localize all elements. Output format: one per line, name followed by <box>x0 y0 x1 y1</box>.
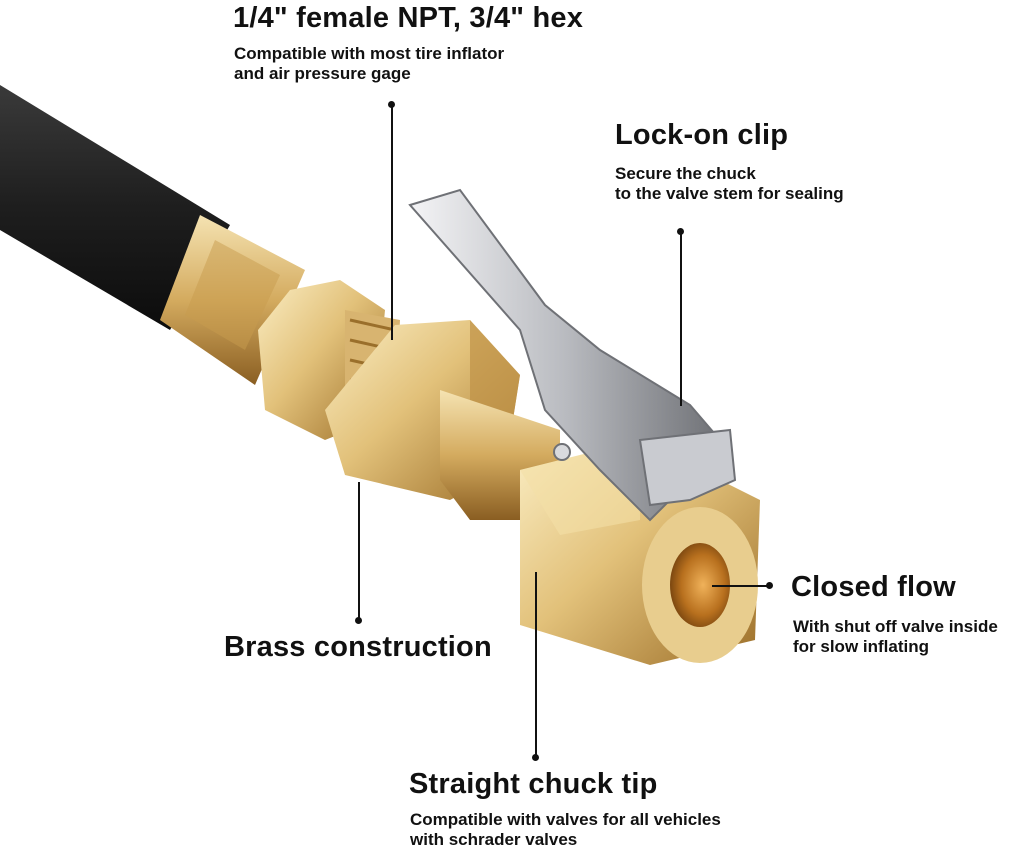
closed-flow-callout-title: Closed flow <box>791 571 956 603</box>
chuck-tip-callout-line <box>535 572 537 757</box>
chuck-tip-callout-desc-line1: Compatible with valves for all vehicles <box>410 810 721 829</box>
chuck-tip-callout-title: Straight chuck tip <box>409 768 658 800</box>
brass-callout-line <box>358 482 360 618</box>
lock-clip-callout-desc-line2: to the valve stem for sealing <box>615 184 844 203</box>
npt-callout-title: 1/4" female NPT, 3/4" hex <box>233 2 584 34</box>
brass-callout-title: Brass construction <box>224 631 492 663</box>
npt-callout-desc-line2: and air pressure gage <box>234 64 411 83</box>
lock-on-clip-lever <box>408 188 737 522</box>
closed-flow-callout-dot <box>766 582 773 589</box>
closed-flow-callout-desc-line1: With shut off valve inside <box>793 617 998 636</box>
chuck-tip-callout-desc-line2: with schrader valves <box>410 830 578 849</box>
brass-callout-dot <box>355 617 362 624</box>
npt-callout-desc-line1: Compatible with most tire inflator <box>234 44 505 63</box>
chuck-tip-callout-dot <box>532 754 539 761</box>
closed-flow-callout-line <box>712 585 767 587</box>
lock-clip-callout-title: Lock-on clip <box>615 119 789 151</box>
lock-clip-callout-desc-line1: Secure the chuck <box>615 164 756 183</box>
closed-flow-callout-desc-line2: for slow inflating <box>793 637 929 656</box>
rubber-hose <box>0 85 230 330</box>
lock-clip-callout-line <box>680 231 682 406</box>
npt-callout-line <box>391 104 393 340</box>
